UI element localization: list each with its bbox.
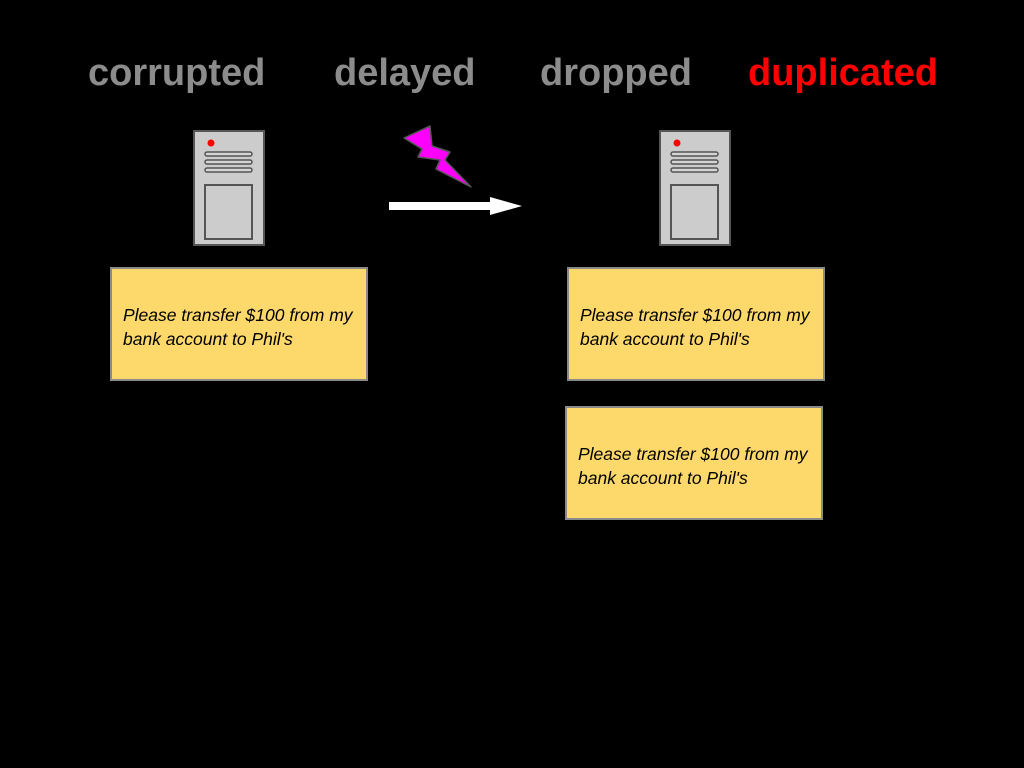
heading-word-delayed: delayed (334, 52, 476, 94)
receiver-server-icon (659, 130, 731, 246)
lightning-bolt-icon (403, 125, 472, 188)
heading-word-dropped: dropped (540, 52, 692, 94)
heading-word-corrupted: corrupted (88, 52, 266, 94)
sent-message-note: Please transfer $100 from my bank accoun… (110, 267, 368, 381)
received-message-note: Please transfer $100 from my bank accoun… (567, 267, 825, 381)
received-message-text: Please transfer $100 from my bank accoun… (580, 305, 810, 349)
duplicate-message-note: Please transfer $100 from my bank accoun… (565, 406, 823, 520)
heading-word-duplicated: duplicated (748, 52, 939, 94)
sender-server-icon (193, 130, 265, 246)
sent-message-text: Please transfer $100 from my bank accoun… (123, 305, 353, 349)
right-arrow-icon (389, 197, 522, 215)
duplicate-message-text: Please transfer $100 from my bank accoun… (578, 444, 808, 488)
